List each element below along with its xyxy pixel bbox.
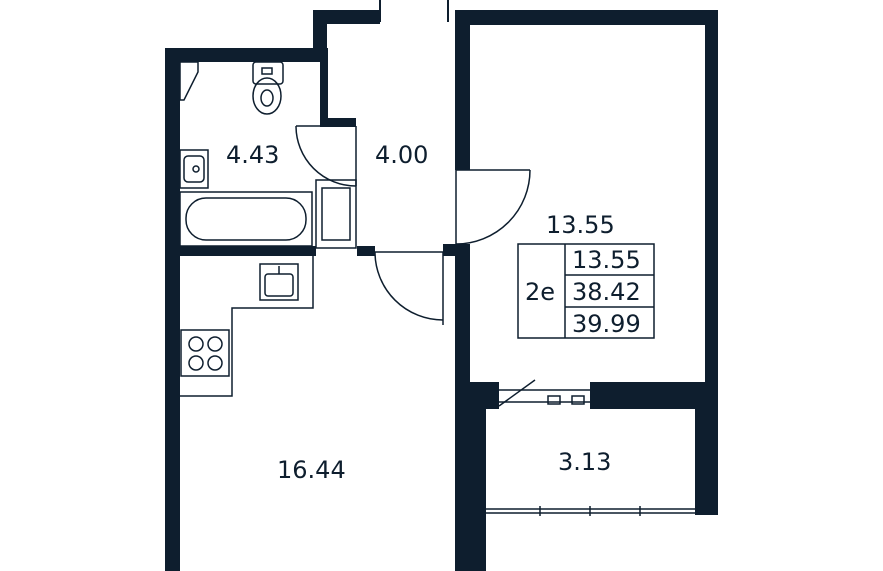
total-with-balcony-value: 39.99: [572, 310, 641, 338]
stove-icon: [180, 329, 230, 377]
wall-bath-right-stub: [320, 118, 356, 127]
kitchen-counter: [180, 256, 314, 397]
wall-bath-bottom-right: [357, 246, 375, 256]
area-summary-table: 2e 13.55 38.42 39.99: [517, 243, 655, 339]
bathroom-area-label: 4.43: [226, 141, 279, 169]
bathtub-icon: [179, 191, 313, 247]
hallway-area-label: 4.00: [375, 141, 428, 169]
bedroom-area-label: 13.55: [546, 211, 615, 239]
living-area-value: 13.55: [572, 246, 641, 274]
apartment-type-label: 2e: [525, 278, 555, 306]
wall-hall-right-stub: [443, 244, 457, 256]
kitchen-door-icon: [374, 251, 444, 325]
wall-bath-bottom: [180, 246, 316, 256]
kitchen-sink-icon: [259, 263, 299, 301]
total-area-value: 38.42: [572, 278, 641, 306]
wall-balcony-right: [695, 409, 718, 515]
bedroom-door-icon: [455, 169, 531, 245]
kitchen-living-area-label: 16.44: [277, 456, 346, 484]
balcony-door-icon: [498, 379, 590, 407]
wall-bedroom-top: [455, 10, 718, 25]
wall-left-outer: [165, 48, 180, 571]
wall-balcony-left: [470, 409, 486, 571]
wall-bath-right: [320, 48, 328, 126]
washbasin-icon: [179, 149, 209, 189]
bottom-window: [467, 540, 475, 571]
wall-bath-top: [165, 48, 325, 62]
washing-machine-icon: [179, 61, 199, 101]
balcony-window: [486, 506, 695, 516]
wall-bedroom-bottom-right: [590, 382, 718, 409]
bathroom-door-icon: [295, 125, 357, 187]
balcony-area-label: 3.13: [558, 448, 611, 476]
walls: [165, 10, 718, 571]
radiator-icon: [315, 179, 357, 249]
wall-bedroom-left-top: [455, 10, 470, 170]
wall-hall-top-left: [313, 10, 380, 24]
wall-bedroom-bottom-left: [455, 382, 499, 409]
toilet-icon: [252, 61, 284, 115]
